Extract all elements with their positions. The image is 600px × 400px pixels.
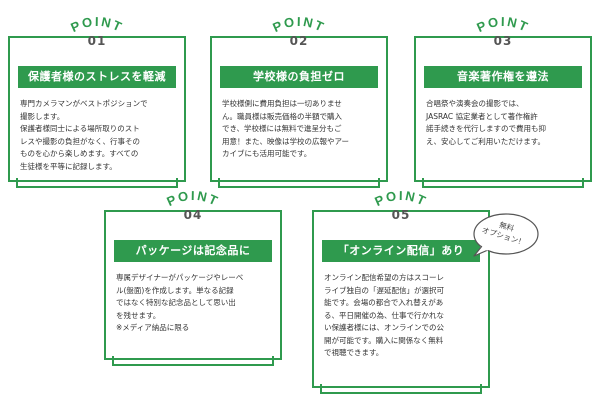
point-word: POINT: [68, 14, 123, 35]
svg-text:POINT: POINT: [474, 14, 531, 35]
point-title: 学校様の負担ゼロ: [220, 66, 378, 88]
point-title: パッケージは記念品に: [114, 240, 272, 262]
point-number: 04: [183, 208, 203, 222]
point-word: POINT: [270, 14, 325, 35]
point-arc-text: POINT: [372, 188, 429, 209]
point-body: オンライン配信希望の方はスコーレ ライブ独自の「遅延配信」が選択可 能です。会場…: [324, 273, 444, 357]
point-number: 03: [493, 34, 513, 48]
point-badge-04: POINT 04: [151, 186, 235, 236]
point-card-05: POINT 05 「オンライン配信」あり オンライン配信希望の方はスコーレ ライ…: [312, 188, 490, 394]
svg-text:POINT: POINT: [164, 188, 221, 209]
point-body: 学校様側に費用負担は一切ありませ ん。職員様は販売価格の半額で購入 でき、学校様…: [222, 99, 350, 158]
point-badge-01: POINT 01: [55, 12, 139, 62]
point-number: 05: [391, 208, 411, 222]
point-body: 専属デザイナーがパッケージやレーベ ル(盤面)を作成します。単なる記録 ではなく…: [116, 273, 244, 332]
point-card-04: POINT 04 パッケージは記念品に 専属デザイナーがパッケージやレーベ ル(…: [104, 188, 282, 366]
svg-text:POINT: POINT: [270, 14, 327, 35]
svg-text:POINT: POINT: [372, 188, 429, 209]
point-card-01: POINT 01 保護者様のストレスを軽減 専門カメラマンがベストポジションで …: [8, 14, 186, 188]
point-word: POINT: [164, 188, 219, 209]
point-card-02: POINT 02 学校様の負担ゼロ 学校様側に費用負担は一切ありませ ん。職員様…: [210, 14, 388, 188]
point-badge-05: POINT 05: [359, 186, 443, 236]
speech-bubble-shape: [473, 213, 539, 257]
point-card-03: POINT 03 音楽著作権を遵法 合唱祭や演奏会の撮影では、 JASRAC 協…: [414, 14, 592, 188]
free-option-speech-bubble: 無料 オプション！: [468, 210, 540, 260]
point-arc-text: POINT: [474, 14, 531, 35]
point-word: POINT: [372, 188, 427, 209]
point-word: POINT: [474, 14, 529, 35]
point-badge-03: POINT 03: [461, 12, 545, 62]
point-number: 01: [87, 34, 107, 48]
point-arc-text: POINT: [164, 188, 221, 209]
point-body: 合唱祭や演奏会の撮影では、 JASRAC 協定業者として著作権許 諾手続きを代行…: [426, 99, 546, 146]
point-arc-text: POINT: [68, 14, 125, 35]
point-title: 「オンライン配信」あり: [322, 240, 480, 262]
point-badge-02: POINT 02: [257, 12, 341, 62]
point-title: 音楽著作権を遵法: [424, 66, 582, 88]
svg-text:POINT: POINT: [68, 14, 125, 35]
point-title: 保護者様のストレスを軽減: [18, 66, 176, 88]
point-body: 専門カメラマンがベストポジションで 撮影します。 保護者様同士による場所取りのス…: [20, 99, 148, 171]
point-arc-text: POINT: [270, 14, 327, 35]
point-number: 02: [289, 34, 309, 48]
